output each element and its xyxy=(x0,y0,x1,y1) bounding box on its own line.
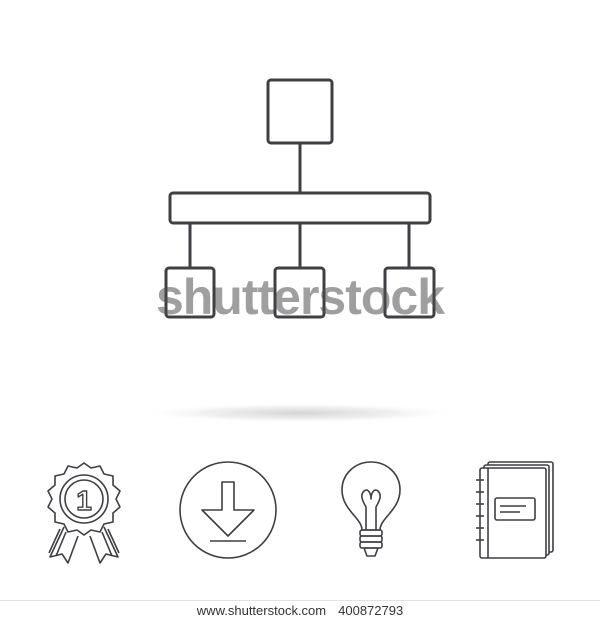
child-node-left xyxy=(164,266,216,319)
child-node-middle xyxy=(273,266,326,319)
ribbon-right xyxy=(89,526,119,564)
icon-canvas: 1 xyxy=(47,78,554,564)
footer-site: www.shutterstock.com xyxy=(196,603,327,618)
award-rosette xyxy=(47,462,121,536)
award-ribbon-icon: 1 xyxy=(47,462,121,564)
icon-shadow xyxy=(140,403,460,423)
hierarchy-icon xyxy=(164,78,436,319)
download-arrow-icon xyxy=(179,461,277,559)
notebook-icon xyxy=(476,461,554,559)
light-bulb-icon xyxy=(341,461,401,557)
top-node xyxy=(266,78,334,145)
child-node-right xyxy=(383,266,436,319)
icon-illustration: 1 xyxy=(47,78,554,564)
award-number: 1 xyxy=(76,485,92,516)
connector-bar xyxy=(168,191,432,225)
ribbon-left xyxy=(49,526,79,564)
stock-footer: www.shutterstock.com 400872793 xyxy=(0,600,600,620)
footer-image-id: 400872793 xyxy=(338,603,404,618)
